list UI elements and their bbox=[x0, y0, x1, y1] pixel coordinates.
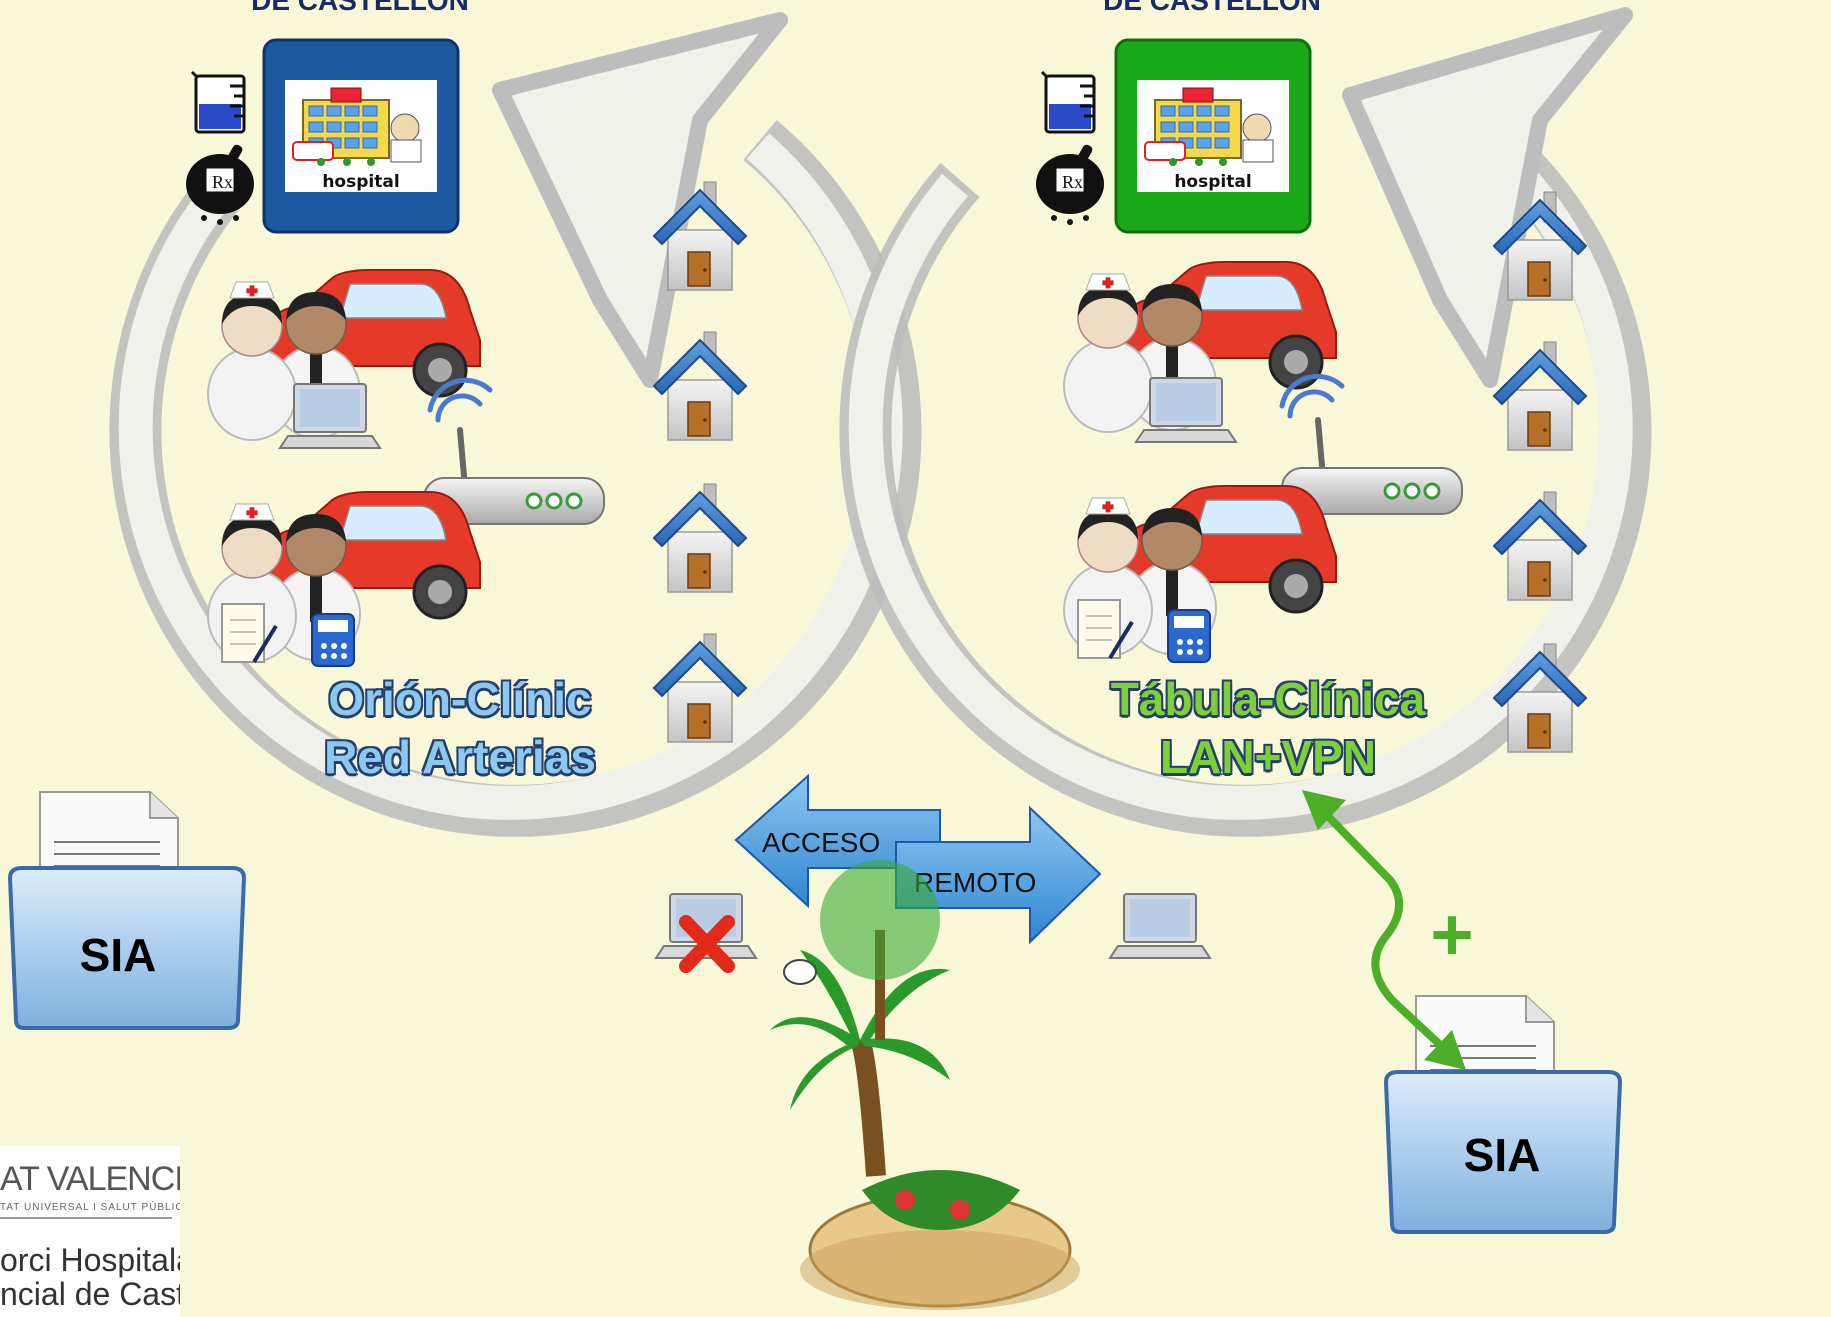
laptop-icon bbox=[1109, 893, 1211, 959]
left-sia-label: SIA bbox=[79, 929, 157, 981]
right-system-title: Tábula-Clínica LAN+VPN bbox=[1058, 670, 1478, 786]
calculator-icon bbox=[311, 613, 355, 667]
arrowhead-up-icon bbox=[1302, 790, 1346, 830]
palm-island-icon bbox=[770, 860, 1080, 1310]
circular-arrow-icon bbox=[839, 7, 1652, 837]
logo-line1: AT VALENCIANA bbox=[0, 1160, 180, 1198]
left-system-title: Orión-Clínic Red Arterias bbox=[270, 670, 650, 786]
right-hospital-label: hospital bbox=[1174, 172, 1251, 192]
laptop-icon bbox=[279, 383, 381, 449]
house-icon bbox=[1489, 489, 1587, 601]
calculator-icon bbox=[1167, 609, 1211, 663]
house-icon bbox=[649, 481, 747, 593]
beaker-icon bbox=[190, 70, 246, 134]
house-icon bbox=[1489, 339, 1587, 451]
acceso-label: ACCESO bbox=[762, 827, 880, 858]
logo-line3: orci Hospitalari bbox=[0, 1242, 180, 1278]
wifi-signal-icon bbox=[427, 377, 493, 423]
house-icon bbox=[649, 329, 747, 441]
house-icon bbox=[649, 631, 747, 743]
left-hospital-icon: hospital bbox=[262, 38, 460, 234]
logo-line4: ncial de Castelló bbox=[0, 1276, 180, 1312]
laptop-icon bbox=[1135, 377, 1237, 443]
plus-sign: + bbox=[1430, 893, 1473, 976]
right-region-label: DE CASTELLÓN bbox=[1103, 0, 1321, 16]
house-icon bbox=[649, 179, 747, 291]
left-region-label: DE CASTELLÓN bbox=[251, 0, 469, 16]
logo-panel bbox=[0, 1146, 180, 1317]
left-system-line1: Orión-Clínic bbox=[328, 673, 592, 725]
green-connector-arrow bbox=[1316, 804, 1456, 1060]
nurse-doctor-icon bbox=[207, 281, 297, 441]
right-sia-label: SIA bbox=[1463, 1129, 1541, 1181]
clipboard-icon bbox=[221, 603, 278, 664]
nurse-doctor-icon bbox=[1063, 273, 1153, 433]
left-system-line2: Red Arterias bbox=[324, 731, 596, 783]
left-sia-folder-icon bbox=[8, 790, 246, 1030]
remoto-label: REMOTO bbox=[914, 867, 1036, 898]
beaker-icon bbox=[1040, 70, 1096, 134]
right-system-line1: Tábula-Clínica bbox=[1110, 673, 1426, 725]
clipboard-icon bbox=[1077, 599, 1134, 660]
right-system-line2: LAN+VPN bbox=[1160, 731, 1376, 783]
left-hospital-label: hospital bbox=[322, 172, 399, 192]
red-x-icon bbox=[679, 915, 735, 973]
logo: AT VALENCIANA TAT UNIVERSAL I SALUT PÚBL… bbox=[0, 1146, 180, 1317]
mortar-pestle-icon bbox=[1035, 142, 1105, 226]
arrowhead-down-icon bbox=[1424, 1030, 1466, 1070]
right-hospital-icon: hospital bbox=[1114, 38, 1312, 234]
wifi-signal-icon bbox=[1279, 373, 1345, 419]
logo-line2: TAT UNIVERSAL I SALUT PÚBLICA bbox=[0, 1202, 180, 1213]
